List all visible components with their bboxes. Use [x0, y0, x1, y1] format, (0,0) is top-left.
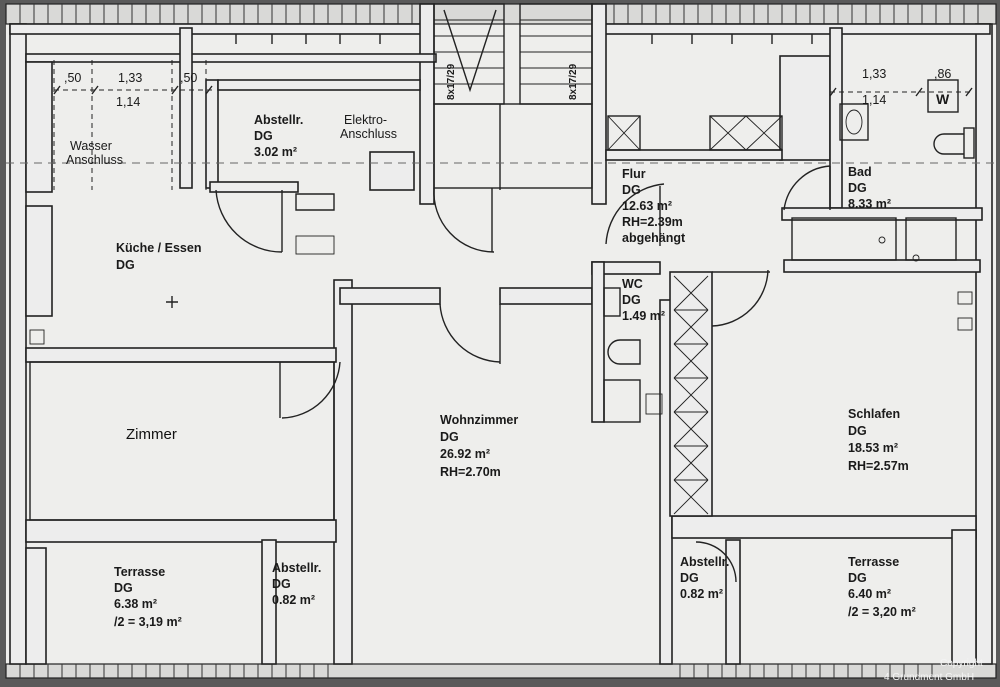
- dim-right-86: ,86: [934, 67, 951, 81]
- flur-note: abgehängt: [622, 231, 686, 245]
- wasser-label-2: Anschluss: [66, 153, 123, 167]
- dim-left-50a: ,50: [64, 71, 81, 85]
- terrasse-left-level: DG: [114, 581, 133, 595]
- wasser-label-1: Wasser: [70, 139, 112, 153]
- washer-box: [927, 79, 959, 113]
- zimmer-window-sill: [29, 361, 335, 521]
- abstell-right-area: 0.82 m²: [680, 587, 723, 601]
- abstell-top-area: 3.02 m²: [254, 145, 297, 159]
- corridor-edge: [295, 235, 335, 255]
- flur-level: DG: [622, 183, 641, 197]
- toilet-bath: [933, 127, 975, 159]
- abstell-left-name: Abstellr.: [272, 561, 321, 575]
- terrasse-left-area: 6.38 m²: [114, 597, 157, 611]
- abstell-top-level: DG: [254, 129, 273, 143]
- schlafen-name: Schlafen: [848, 407, 900, 421]
- doors: [215, 165, 831, 583]
- bad-area: 8.33 m²: [848, 197, 891, 211]
- bath-sink: [839, 103, 869, 141]
- dimension-lines-left: [53, 60, 214, 190]
- reference-cross-marker: [166, 296, 178, 308]
- wc-name: WC: [622, 277, 643, 291]
- left-window-frames: [25, 61, 53, 665]
- wc-fixtures: [603, 287, 663, 423]
- kueche-level: DG: [116, 258, 135, 272]
- installation-shaft: [673, 275, 709, 515]
- flur-area: 12.63 m²: [622, 199, 672, 213]
- bottom-edge-band: [5, 663, 997, 679]
- flur-rh: RH=2.39m: [622, 215, 683, 229]
- flur-name: Flur: [622, 167, 646, 181]
- zimmer-name: Zimmer: [126, 426, 177, 443]
- roof-edge-band: [5, 3, 997, 25]
- washer-symbol: W: [936, 91, 950, 107]
- wohnzimmer-level: DG: [440, 430, 459, 444]
- elektro-label-1: Elektro-: [344, 113, 387, 127]
- bathtub: [791, 217, 957, 262]
- top-wall-niches: [235, 34, 813, 44]
- wohnzimmer-area: 26.92 m²: [440, 447, 490, 461]
- schlafen-level: DG: [848, 424, 867, 438]
- interior-walls: [25, 3, 983, 665]
- terrasse-right-name: Terrasse: [848, 555, 899, 569]
- kueche-name: Küche / Essen: [116, 241, 201, 255]
- wc-area: 1.49 m²: [622, 309, 665, 323]
- abstell-left-area: 0.82 m²: [272, 593, 315, 607]
- dim-right-133: 1,33: [862, 67, 886, 81]
- right-window-frames: [951, 291, 977, 665]
- stair-landing: [433, 103, 593, 189]
- dimension-lines-right: [829, 87, 973, 97]
- dim-left-50b: ,50: [180, 71, 197, 85]
- bottom-edge-hatching: [19, 664, 933, 678]
- abstell-left-level: DG: [272, 577, 291, 591]
- abstell-top-name: Abstellr.: [254, 113, 303, 127]
- wc-level: DG: [622, 293, 641, 307]
- stair-right-label: 8x17/29: [568, 63, 579, 100]
- schlafen-rh: RH=2.57m: [848, 459, 909, 473]
- dim-right-114: 1,14: [862, 93, 886, 107]
- stair-left-label: 8x17/29: [446, 63, 457, 100]
- terrasse-right-level: DG: [848, 571, 867, 585]
- wohnzimmer-rh: RH=2.70m: [440, 465, 501, 479]
- kitchen-cabinets: [607, 115, 783, 151]
- terrasse-right-area: 6.40 m²: [848, 587, 891, 601]
- copyright-line-2: 4 Grundment GmbH: [884, 672, 974, 683]
- abstell-right-name: Abstellr.: [680, 555, 729, 569]
- terrasse-right-half: /2 = 3,20 m²: [848, 605, 916, 619]
- elektro-label-2: Anschluss: [340, 127, 397, 141]
- bad-level: DG: [848, 181, 867, 195]
- dim-left-114: 1,14: [116, 95, 140, 109]
- wohnzimmer-name: Wohnzimmer: [440, 413, 518, 427]
- copyright-line-1: Copyright: [940, 658, 983, 669]
- terrasse-left-name: Terrasse: [114, 565, 165, 579]
- dim-left-133: 1,33: [118, 71, 142, 85]
- abstell-right-level: DG: [680, 571, 699, 585]
- schlafen-area: 18.53 m²: [848, 441, 898, 455]
- bad-name: Bad: [848, 165, 872, 179]
- terrasse-left-half: /2 = 3,19 m²: [114, 615, 182, 629]
